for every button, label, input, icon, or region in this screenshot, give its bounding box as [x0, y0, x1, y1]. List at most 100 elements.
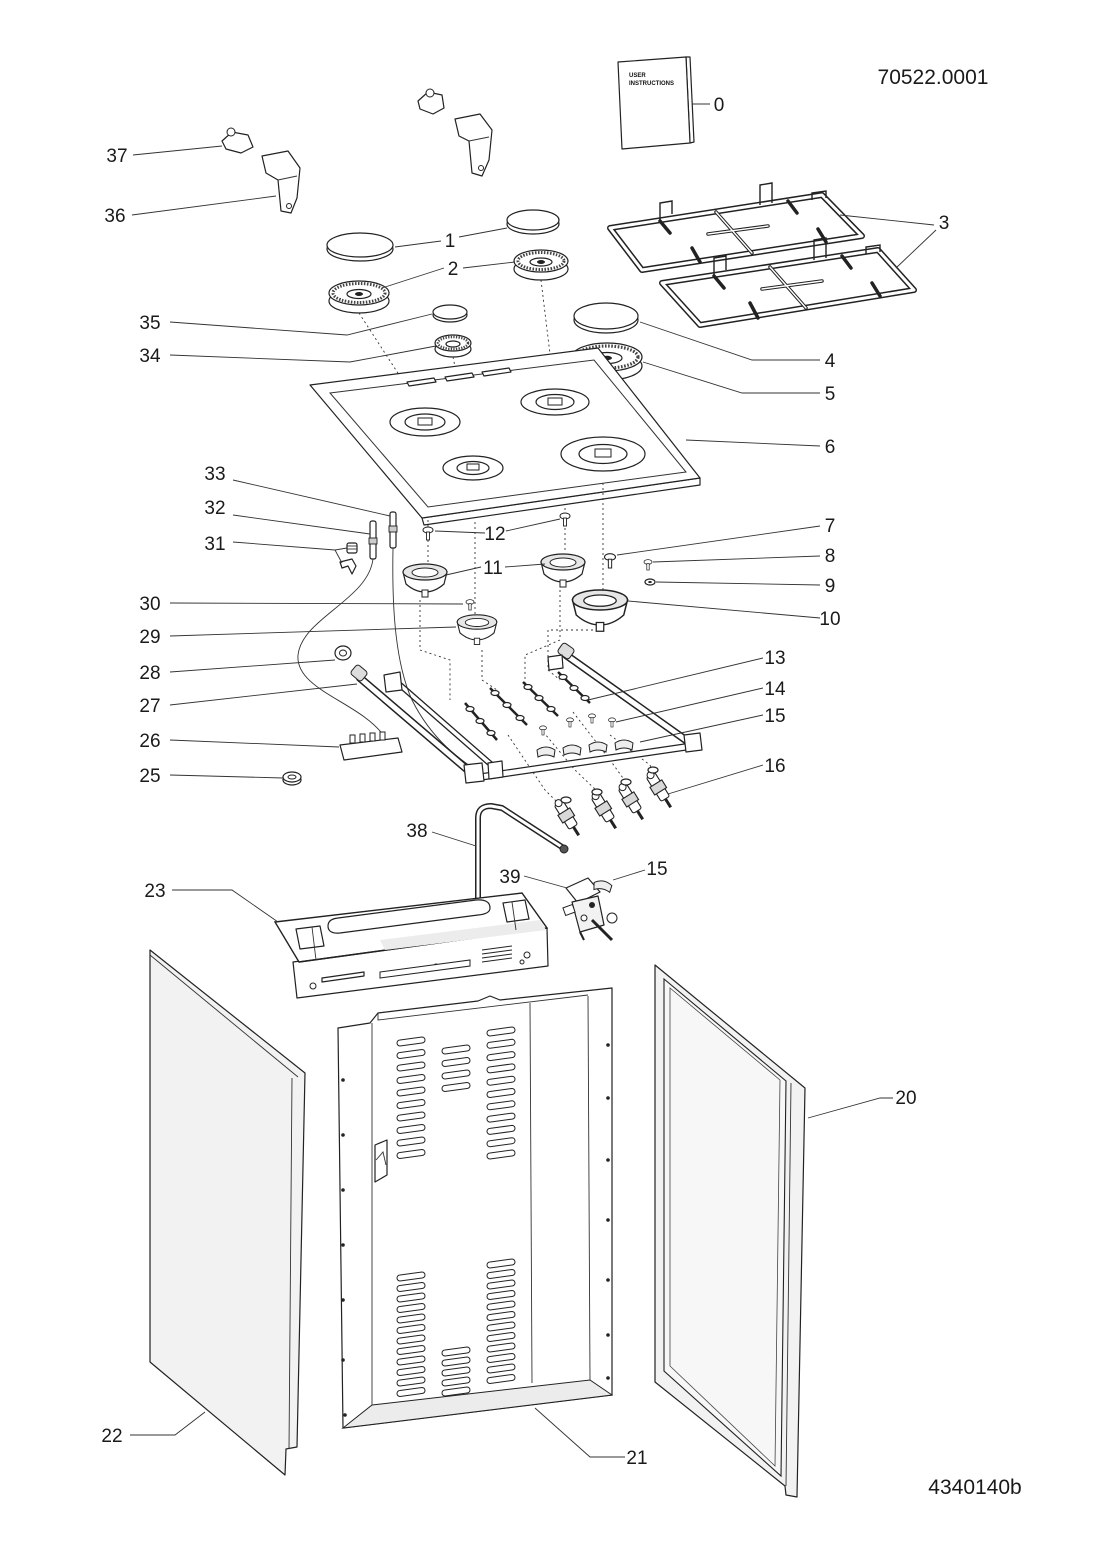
callout-38: 38: [406, 821, 477, 847]
hinge-clip-top: [417, 88, 445, 115]
vent-slot: [486, 1038, 516, 1049]
callout-label: 32: [204, 498, 225, 519]
mounting-hole: [606, 1278, 610, 1282]
vent-slot: [396, 1323, 426, 1335]
gas-pipe: [475, 803, 569, 915]
mounting-hole: [606, 1218, 610, 1222]
callout-2: 2: [381, 259, 516, 289]
mounting-hole: [606, 1158, 610, 1162]
callout-label: 0: [714, 95, 725, 116]
callout-label: 25: [139, 766, 160, 787]
callout-27: 27: [139, 683, 358, 717]
mounting-hole: [606, 1333, 610, 1337]
callout-label: 20: [895, 1088, 916, 1109]
vent-slot: [441, 1044, 471, 1055]
vent-slot: [441, 1056, 471, 1068]
hob-burner-seat: [520, 388, 590, 416]
callout-label: 28: [139, 663, 160, 684]
callout-label: 14: [764, 679, 786, 700]
vent-slot: [486, 1149, 516, 1160]
callout-label: 15: [764, 706, 785, 727]
callout-label: 38: [406, 821, 427, 842]
screw-14: [566, 717, 574, 728]
vent-slot: [486, 1279, 516, 1290]
callout-label: 5: [825, 384, 836, 405]
mounting-hole: [341, 1358, 345, 1362]
vent-slot: [396, 1355, 426, 1366]
callout-5: 5: [642, 361, 836, 405]
vent-slot: [486, 1075, 516, 1086]
mounting-hole: [341, 1133, 345, 1137]
callout-label: 27: [139, 696, 160, 717]
hinge-bracket-36: [261, 150, 301, 214]
hob-top-panel: [309, 347, 701, 526]
burner-cup-small: [456, 614, 498, 646]
nut-28: [334, 645, 352, 661]
callout-label: 33: [204, 464, 225, 485]
thermocouple: [368, 520, 378, 560]
callout-30: 30: [139, 594, 464, 615]
injector-rod: [522, 681, 559, 717]
vent-slot: [486, 1051, 516, 1062]
callout-label: 6: [825, 437, 836, 458]
vent-slot: [441, 1356, 471, 1367]
hob-burner-seat: [560, 436, 646, 472]
callout-3: 3: [839, 213, 949, 269]
vent-slot: [486, 1258, 516, 1269]
vent-slot: [396, 1111, 426, 1122]
callout-29: 29: [139, 626, 457, 648]
burner-cup-right: [540, 553, 586, 588]
mounting-hole: [341, 1298, 345, 1302]
vent-slot: [486, 1352, 516, 1364]
mounting-hole: [343, 1413, 347, 1417]
callout-33: 33: [204, 464, 391, 517]
vent-slot: [486, 1268, 516, 1280]
callout-label: 15: [646, 859, 667, 880]
callout-label: 12: [484, 524, 505, 545]
callout-label: 26: [139, 731, 160, 752]
callout-1: 1: [394, 227, 508, 252]
screw-30: [465, 599, 475, 611]
control-panel-frame: [273, 892, 549, 999]
callout-label: 29: [139, 627, 160, 648]
callout-39: 39: [499, 867, 568, 889]
pan-support-front: [659, 237, 917, 328]
burner-cap-large: [573, 302, 639, 334]
callout-8: 8: [652, 546, 835, 567]
callout-32: 32: [204, 498, 371, 535]
mounting-hole: [341, 1243, 345, 1247]
callout-37: 37: [106, 145, 223, 167]
callout-13: 13: [587, 648, 786, 701]
clip-15: [536, 746, 556, 758]
vent-slot: [396, 1073, 426, 1085]
mounting-hole: [606, 1043, 610, 1047]
gas-valve: [613, 778, 651, 825]
valve-washers: [560, 766, 659, 804]
injector-rod: [489, 687, 528, 726]
vent-slot: [396, 1061, 426, 1072]
callout-7: 7: [616, 516, 835, 556]
back-panel: [337, 987, 614, 1429]
vent-slot: [486, 1289, 516, 1301]
valve-assembly: [562, 877, 618, 942]
callout-11: 11: [445, 558, 546, 579]
ignition-electrode: [388, 511, 398, 549]
screw-14: [539, 725, 547, 736]
vent-slot: [396, 1048, 426, 1060]
callout-label: 13: [764, 648, 785, 669]
vent-slot: [486, 1363, 516, 1374]
mounting-hole: [606, 1096, 610, 1100]
vent-slot: [441, 1386, 471, 1397]
vent-slot: [396, 1281, 426, 1293]
vent-slot: [486, 1321, 516, 1332]
ventilation-slots: [396, 1026, 516, 1398]
ring-25: [282, 771, 302, 786]
callout-14: 14: [615, 679, 786, 723]
burner-head-small: [434, 334, 472, 358]
booklet-title-line2: INSTRUCTIONS: [629, 81, 674, 87]
vent-slot: [441, 1081, 471, 1093]
screw-7: [603, 553, 617, 569]
injector-rod: [557, 671, 591, 704]
clip-15: [562, 744, 582, 756]
callout-20: 20: [807, 1088, 917, 1119]
